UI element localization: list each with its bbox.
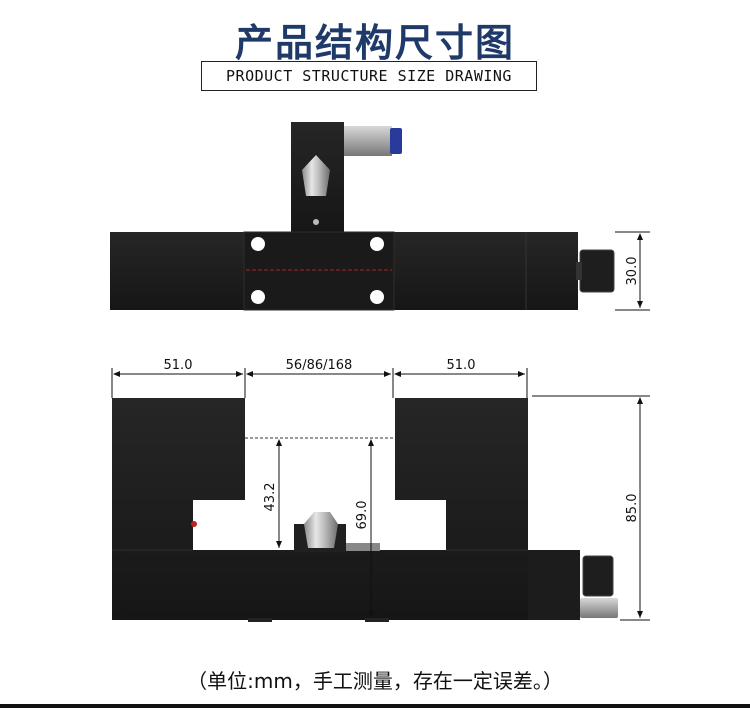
front-view: 51.0 56/86/168 51.0 43.2 69.0 85.0 bbox=[111, 358, 650, 622]
dim-top-height-label: 30.0 bbox=[625, 257, 640, 286]
top-hole bbox=[251, 237, 265, 251]
front-right-connector bbox=[582, 555, 614, 597]
top-hole bbox=[370, 237, 384, 251]
dim-inner-height-label: 69.0 bbox=[355, 501, 370, 530]
front-body bbox=[112, 398, 528, 620]
front-right-sensor bbox=[528, 550, 580, 620]
bottom-divider bbox=[0, 704, 750, 708]
front-indicator-dot bbox=[191, 521, 197, 527]
top-hole bbox=[251, 290, 265, 304]
top-side-fitting-cap bbox=[390, 128, 402, 154]
top-view: 30.0 bbox=[110, 122, 650, 311]
front-nozzle bbox=[304, 512, 338, 548]
top-nozzle-screw bbox=[313, 219, 319, 225]
dim-right-width-label: 51.0 bbox=[447, 358, 476, 373]
unit-note: （单位:mm，手工测量，存在一定误差。） bbox=[187, 669, 563, 693]
top-center-plate bbox=[243, 231, 395, 311]
dim-left-width-label: 51.0 bbox=[164, 358, 193, 373]
front-right-fitting bbox=[580, 598, 618, 618]
dim-inner-depth-label: 43.2 bbox=[263, 483, 278, 512]
top-nozzle bbox=[302, 155, 330, 196]
top-side-fitting bbox=[344, 126, 392, 156]
page-subtitle: PRODUCT STRUCTURE SIZE DRAWING bbox=[201, 61, 537, 91]
top-hole bbox=[370, 290, 384, 304]
dim-gap-width-label: 56/86/168 bbox=[286, 358, 353, 373]
dim-total-height-label: 85.0 bbox=[625, 494, 640, 523]
top-right-connector bbox=[579, 249, 615, 293]
page-title: 产品结构尺寸图 bbox=[234, 21, 515, 65]
